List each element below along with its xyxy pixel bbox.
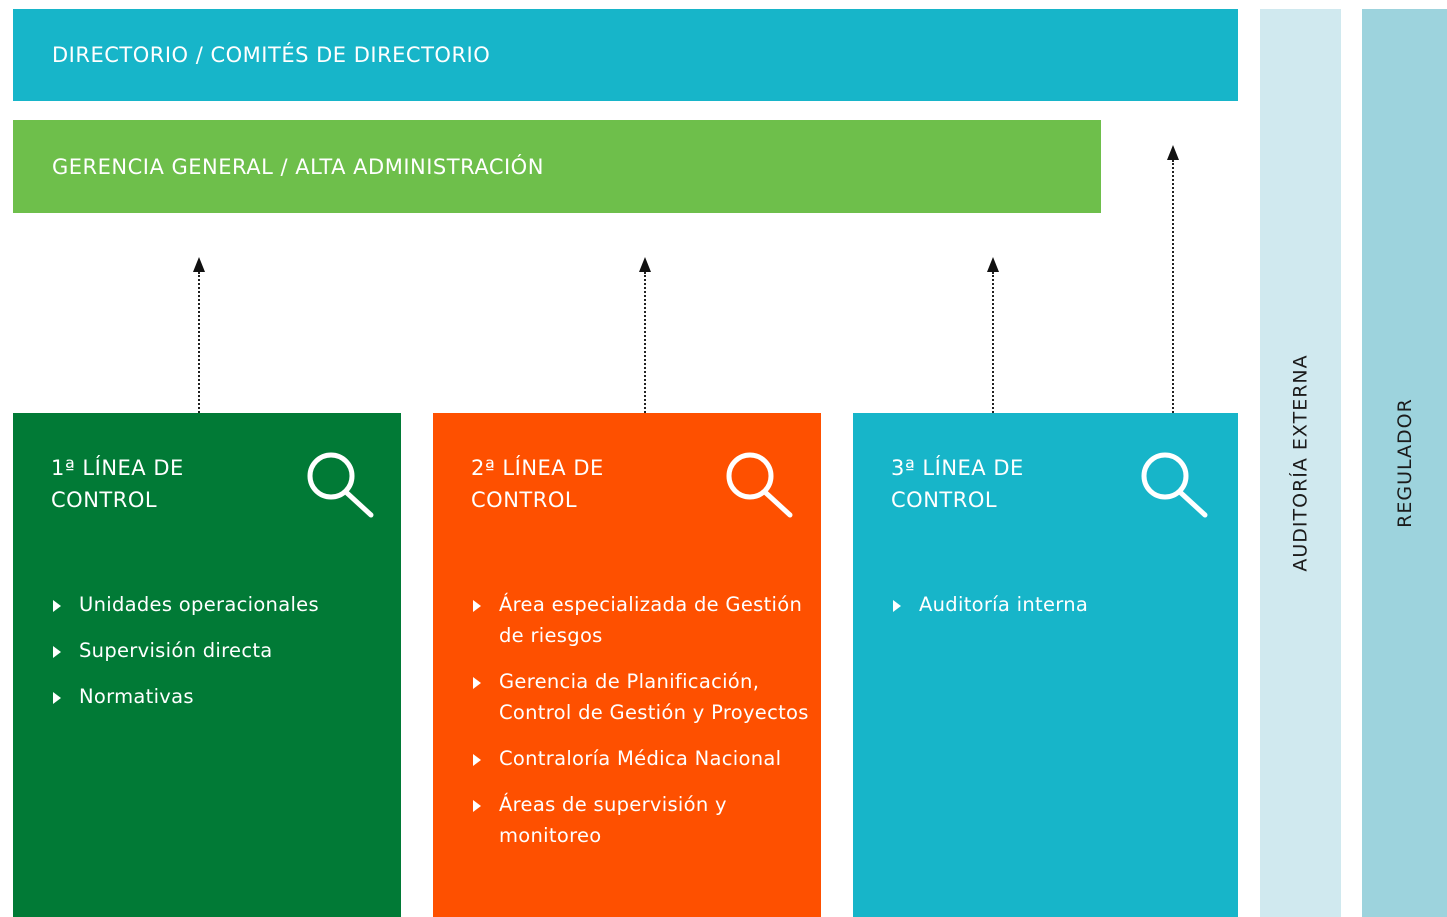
arrow-auditoria <box>1172 160 1174 413</box>
arrowhead-auditoria <box>1167 145 1179 160</box>
list-item: Supervisión directa <box>51 635 391 666</box>
gerencia-label: GERENCIA GENERAL / ALTA ADMINISTRACIÓN <box>52 154 544 179</box>
arrowhead-line-1 <box>193 257 205 272</box>
arrowhead-line-2 <box>639 257 651 272</box>
line-3-items: Auditoría interna <box>891 589 1231 635</box>
directorio-bar: DIRECTORIO / COMITÉS DE DIRECTORIO <box>13 9 1238 101</box>
line-3-title: 3ª LÍNEA DE CONTROL <box>891 456 1024 512</box>
list-item: Áreas de supervisión y monitoreo <box>471 789 811 851</box>
line-2-title: 2ª LÍNEA DE CONTROL <box>471 456 604 512</box>
search-icon <box>1141 452 1208 518</box>
triangle-bullet-icon <box>53 646 61 658</box>
search-icon <box>307 452 374 518</box>
line-1-box: 1ª LÍNEA DE CONTROL Unidades operacional… <box>13 413 401 917</box>
list-item: Auditoría interna <box>891 589 1231 620</box>
triangle-bullet-icon <box>53 600 61 612</box>
arrow-line-3 <box>992 272 994 413</box>
list-item: Unidades operacionales <box>51 589 391 620</box>
line-1-title: 1ª LÍNEA DE CONTROL <box>51 456 184 512</box>
directorio-label: DIRECTORIO / COMITÉS DE DIRECTORIO <box>52 43 491 67</box>
triangle-bullet-icon <box>473 600 481 612</box>
line-3-box: 3ª LÍNEA DE CONTROL Auditoría interna <box>853 413 1238 917</box>
auditoria-externa-label: AUDITORÍA EXTERNA <box>1289 354 1312 572</box>
list-item: Contraloría Médica Nacional <box>471 743 811 774</box>
line-2-box: 2ª LÍNEA DE CONTROL Área especializada d… <box>433 413 821 917</box>
gerencia-bar: GERENCIA GENERAL / ALTA ADMINISTRACIÓN <box>13 120 1101 213</box>
list-item: Gerencia de Planificación, Control de Ge… <box>471 666 811 728</box>
list-item: Área especializada de Gestión de riesgos <box>471 589 811 651</box>
triangle-bullet-icon <box>53 692 61 704</box>
regulador-label: REGULADOR <box>1393 398 1416 528</box>
arrowhead-line-3 <box>987 257 999 272</box>
list-item: Normativas <box>51 681 391 712</box>
triangle-bullet-icon <box>473 754 481 766</box>
auditoria-externa-column: AUDITORÍA EXTERNA <box>1260 9 1341 917</box>
triangle-bullet-icon <box>893 600 901 612</box>
triangle-bullet-icon <box>473 800 481 812</box>
triangle-bullet-icon <box>473 677 481 689</box>
search-icon <box>726 452 793 518</box>
line-2-items: Área especializada de Gestión de riesgos… <box>471 589 811 866</box>
arrow-line-1 <box>198 272 200 413</box>
regulador-column: REGULADOR <box>1362 9 1447 917</box>
line-1-items: Unidades operacionales Supervisión direc… <box>51 589 391 727</box>
arrow-line-2 <box>644 272 646 413</box>
